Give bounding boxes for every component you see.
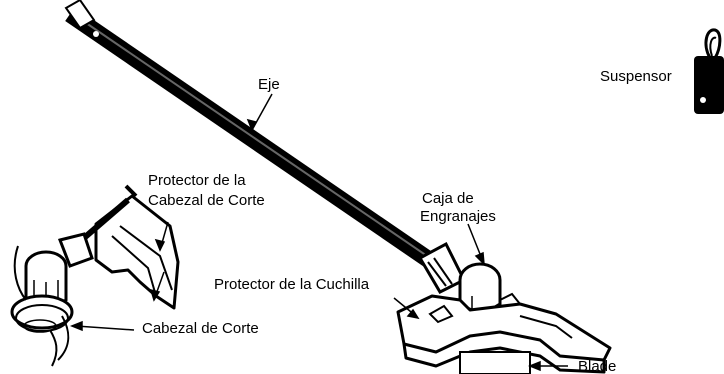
shaft-illustration bbox=[64, 0, 437, 270]
head-guard-label-line2: Cabezal de Corte bbox=[148, 192, 265, 209]
suspender-clip-illustration bbox=[694, 28, 724, 114]
gearbox-label-line2: Engranajes bbox=[420, 208, 496, 225]
leader-lines bbox=[69, 93, 568, 372]
blade-label: Blade bbox=[578, 358, 617, 374]
gearbox-illustration bbox=[417, 241, 502, 313]
head-guard-label-line1: Protector de la bbox=[148, 172, 246, 189]
suspender-label: Suspensor bbox=[600, 68, 672, 85]
shaft-label: Eje bbox=[258, 76, 280, 93]
cutting-head-label: Cabezal de Corte bbox=[142, 320, 259, 337]
cutting-head-illustration bbox=[10, 184, 180, 367]
blade-guard-label: Protector de la Cuchilla bbox=[214, 276, 370, 293]
gearbox-label-line1: Caja de bbox=[422, 190, 474, 207]
blade-guard-illustration bbox=[396, 292, 612, 374]
